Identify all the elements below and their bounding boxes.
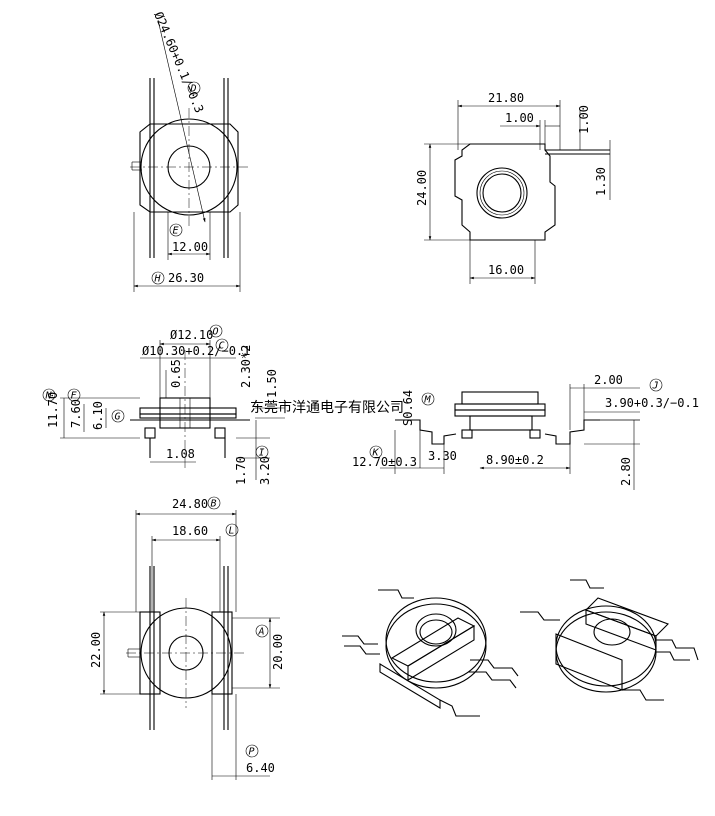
front-dim-h: 2.80 (619, 457, 633, 486)
side-view: Ø12.10 O Ø10.30+0.2/−0.1 C 0.65 2.30*2 1… (42, 324, 285, 485)
top-label-d: D (190, 84, 197, 95)
bottom-label-l: L (229, 526, 235, 537)
top-dim-12: 12.00 (172, 240, 208, 254)
side-dim-dia-top: Ø12.10 (170, 328, 213, 342)
side-dim-flange: 1.50 (265, 369, 279, 398)
front-dim-pin-thk: 3.90+0.3/−0.1 (605, 396, 699, 410)
side-label-f: F (71, 391, 78, 402)
rt-dim-height: 24.00 (415, 170, 429, 206)
bottom-label-a: A (258, 627, 265, 638)
side-dim-gap: 0.65 (169, 359, 183, 388)
rt-dim-bottom: 16.00 (488, 263, 524, 277)
rt-dim-pin-off: 1.30 (594, 167, 608, 196)
front-label-k: K (372, 448, 380, 459)
rt-dim-pin-w: 1.00 (505, 111, 534, 125)
side-label-n: N (45, 391, 53, 402)
side-dim-dia-bore: Ø10.30+0.2/−0.1 (142, 344, 250, 358)
bottom-label-b: B (211, 499, 217, 510)
side-label-c: C (219, 341, 225, 352)
front-label-j: J (652, 381, 659, 392)
top-dim-2630: 26.30 (168, 271, 204, 285)
watermark-text: 东莞市洋通电子有限公司 (250, 399, 404, 416)
bottom-label-p: P (249, 747, 255, 758)
side-dim-pin-w: 1.08 (166, 447, 195, 461)
front-label-m: M (424, 395, 432, 406)
rt-dim-width: 21.80 (488, 91, 524, 105)
front-dim-pin-len: 2.00 (594, 373, 623, 387)
side-label-i: I (259, 448, 265, 459)
right-top-view: 21.80 1.00 1.00 1.30 24.00 16.00 (415, 91, 611, 284)
bottom-dim-height-outer: 22.00 (89, 632, 103, 668)
front-dim-span: 12.70±0.3 (352, 455, 417, 469)
side-dim-h-inner: 6.10 (91, 401, 105, 430)
top-label-e: E (173, 226, 179, 237)
bottom-view: 24.80 B 18.60 L 22.00 20.00 A 6.40 P (89, 496, 285, 780)
bottom-dim-width-inner: 18.60 (172, 524, 208, 538)
isometric-view-right (520, 579, 699, 701)
top-dia-dim: Ø24.60+0.1/−0.3 (151, 10, 206, 115)
bottom-dim-height-inner: 20.00 (271, 634, 285, 670)
side-dim-foot: 1.70 (234, 456, 248, 485)
front-dim-width: 8.90±0.2 (486, 453, 544, 467)
front-view: S0.64 M 2.00 J 3.90+0.3/−0.1 K 12.70±0.3… (352, 373, 699, 490)
bottom-dim-pin-dist: 6.40 (246, 761, 275, 775)
side-dim-h-mid: 7.60 (69, 399, 83, 428)
bottom-dim-width-total: 24.80 (172, 497, 208, 511)
top-view: Ø24.60+0.1/−0.3 D E 12.00 H 26.30 (130, 10, 248, 292)
side-label-g: G (115, 412, 121, 423)
front-dim-inner: 3.30 (428, 449, 457, 463)
side-dim-base: 3.20 (258, 456, 272, 485)
side-dim-pin-h: 2.30*2 (239, 345, 253, 388)
isometric-view-left (342, 589, 519, 717)
rt-dim-pin-t: 1.00 (577, 105, 591, 134)
side-label-o: O (213, 327, 219, 338)
front-dim-s: S0.64 (401, 390, 415, 426)
top-label-h: H (154, 274, 162, 285)
